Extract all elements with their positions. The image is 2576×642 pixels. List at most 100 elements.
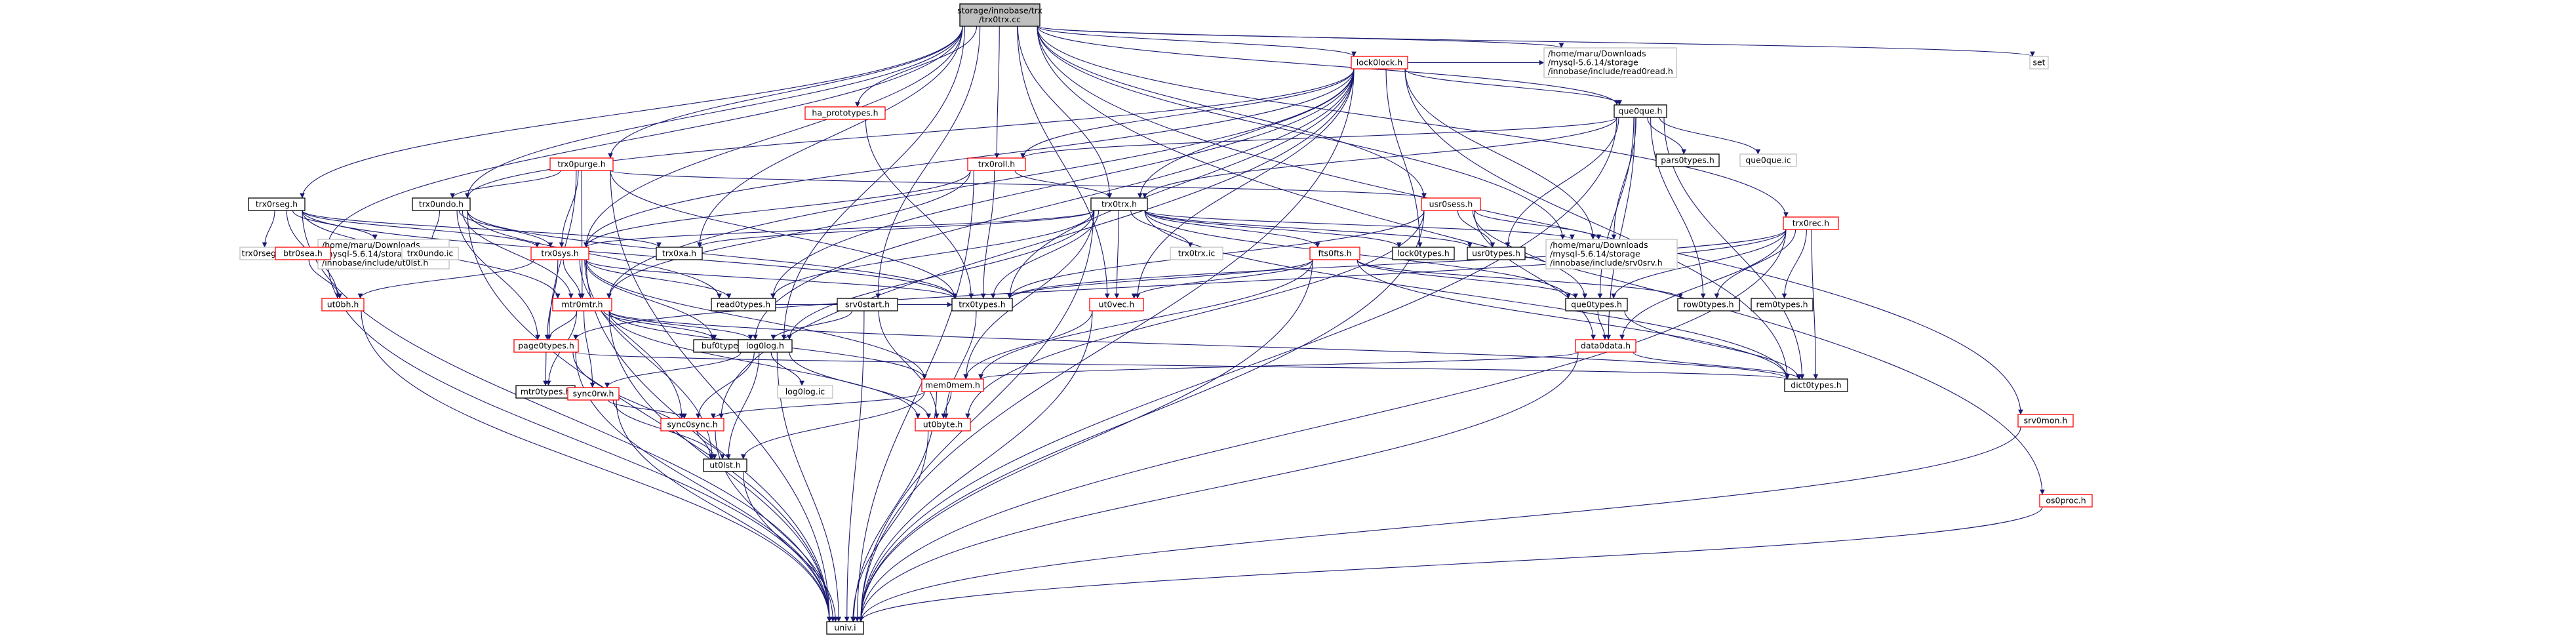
node-trx0purge-h[interactable]: trx0purge.h bbox=[549, 157, 614, 171]
node-box bbox=[2029, 56, 2049, 70]
edge bbox=[584, 210, 1094, 248]
node-innobase-include-ut0lst-h[interactable]: /home/maru/Downloads/mysql-5.6.14/storag… bbox=[317, 239, 450, 270]
edge bbox=[1811, 229, 1819, 380]
node-row0types-h[interactable]: row0types.h bbox=[1677, 298, 1740, 311]
node-trx0sys-h[interactable]: trx0sys.h bbox=[530, 247, 589, 260]
node-trx0trx-cc[interactable]: storage/innobase/trx/trx0trx.cc bbox=[957, 3, 1042, 27]
edge bbox=[1619, 229, 1787, 340]
node-fts0fts-h[interactable]: fts0fts.h bbox=[1309, 247, 1360, 260]
node-box bbox=[530, 247, 589, 260]
node-trx0rseg-h[interactable]: trx0rseg.h bbox=[248, 197, 306, 211]
edge bbox=[789, 351, 932, 419]
edge bbox=[1611, 117, 1636, 240]
node-dict0types-h[interactable]: dict0types.h bbox=[1784, 378, 1848, 392]
node-label: page0types.h bbox=[518, 341, 574, 351]
node-lock0lock-h[interactable]: lock0lock.h bbox=[1351, 56, 1408, 70]
node-lock0types-h[interactable]: lock0types.h bbox=[1392, 247, 1455, 260]
node-label: univ.i bbox=[834, 623, 856, 633]
edge bbox=[719, 68, 1355, 419]
node-box bbox=[1677, 298, 1740, 311]
node-box bbox=[1309, 247, 1360, 260]
node-trx0xa-h[interactable]: trx0xa.h bbox=[656, 247, 703, 260]
node-sync0rw-h[interactable]: sync0rw.h bbox=[567, 387, 620, 401]
node-label: ha_prototypes.h bbox=[812, 108, 878, 118]
edge bbox=[563, 259, 584, 299]
edge bbox=[1144, 210, 1473, 248]
node-label: trx0rseg.ic bbox=[242, 249, 286, 258]
edge bbox=[990, 210, 1100, 299]
node-trx0roll-h[interactable]: trx0roll.h bbox=[967, 157, 1026, 171]
node-pars0types-h[interactable]: pars0types.h bbox=[1655, 153, 1720, 167]
edge bbox=[462, 210, 574, 299]
node-data0data-h[interactable]: data0data.h bbox=[1575, 339, 1636, 353]
node-box bbox=[1565, 298, 1628, 311]
node-univ-i[interactable]: univ.i bbox=[826, 621, 864, 635]
node-ut0vec-h[interactable]: ut0vec.h bbox=[1089, 298, 1144, 311]
node-label: trx0trx.h bbox=[1101, 199, 1137, 209]
node-srv0mon-h[interactable]: srv0mon.h bbox=[2017, 414, 2074, 428]
node-innobase-include-read0read-h[interactable]: /home/maru/Downloads/mysql-5.6.14/storag… bbox=[1543, 47, 1677, 78]
node-label: read0types.h bbox=[717, 300, 770, 310]
edge bbox=[608, 310, 921, 419]
node-mtr0mtr-h[interactable]: mtr0mtr.h bbox=[552, 298, 612, 311]
edge bbox=[1385, 68, 1423, 248]
node-label: /mysql-5.6.14/storage bbox=[1550, 249, 1640, 259]
node-label: /innobase/include/srv0srv.h bbox=[1550, 258, 1663, 268]
node-box bbox=[1089, 298, 1144, 311]
edge bbox=[726, 351, 760, 460]
node-box bbox=[1739, 153, 1797, 167]
node-trx0trx-ic[interactable]: trx0trx.ic bbox=[1170, 247, 1223, 260]
edge bbox=[1020, 117, 1617, 159]
node-os0proc-h[interactable]: os0proc.h bbox=[2039, 494, 2093, 508]
node-srv0start-h[interactable]: srv0start.h bbox=[837, 298, 898, 311]
node-log0log-ic[interactable]: log0log.ic bbox=[777, 385, 833, 399]
node-label: pars0types.h bbox=[1661, 155, 1714, 165]
edge bbox=[858, 117, 1617, 622]
node-btr0sea-h[interactable]: btr0sea.h bbox=[275, 247, 331, 260]
edge bbox=[1647, 117, 1687, 155]
node-que0que-ic[interactable]: que0que.ic bbox=[1739, 153, 1797, 167]
node-log0log-h[interactable]: log0log.h bbox=[738, 339, 793, 353]
node-box bbox=[826, 621, 864, 635]
node-ut0byte-h[interactable]: ut0byte.h bbox=[915, 418, 971, 431]
node-mem0mem-h[interactable]: mem0mem.h bbox=[921, 378, 984, 392]
node-box bbox=[1170, 247, 1223, 260]
edge bbox=[1037, 26, 2035, 57]
node-ut0lst-h[interactable]: ut0lst.h bbox=[703, 458, 747, 472]
node-trx0undo-h[interactable]: trx0undo.h bbox=[412, 197, 471, 211]
node-ha-prototypes-h[interactable]: ha_prototypes.h bbox=[804, 106, 886, 120]
node-set[interactable]: set bbox=[2029, 56, 2049, 70]
node-trx0undo-ic[interactable]: trx0undo.ic bbox=[401, 247, 459, 260]
node-label: /innobase/include/ut0lst.h bbox=[322, 258, 428, 268]
edge bbox=[1114, 210, 1120, 299]
node-trx0rec-h[interactable]: trx0rec.h bbox=[1783, 216, 1839, 230]
node-box bbox=[2039, 494, 2093, 508]
node-que0que-h[interactable]: que0que.h bbox=[1614, 104, 1667, 118]
node-ut0bh-h[interactable]: ut0bh.h bbox=[321, 298, 365, 311]
node-read0types-h[interactable]: read0types.h bbox=[711, 298, 776, 311]
node-que0types-h[interactable]: que0types.h bbox=[1565, 298, 1628, 311]
edge bbox=[740, 391, 925, 460]
node-box bbox=[1351, 56, 1408, 70]
edge bbox=[585, 259, 927, 380]
edge bbox=[963, 210, 1095, 380]
node-usr0sess-h[interactable]: usr0sess.h bbox=[1421, 197, 1481, 211]
node-rem0types-h[interactable]: rem0types.h bbox=[1751, 298, 1813, 311]
node-mtr0types-h[interactable]: mtr0types.h bbox=[515, 385, 576, 399]
node-page0types-h[interactable]: page0types.h bbox=[513, 339, 579, 353]
node-innobase-include-srv0srv-h[interactable]: /home/maru/Downloads/mysql-5.6.14/storag… bbox=[1545, 239, 1678, 270]
edge bbox=[1037, 26, 1789, 218]
node-usr0types-h[interactable]: usr0types.h bbox=[1467, 247, 1526, 260]
node-box bbox=[1090, 197, 1148, 211]
node-box bbox=[738, 339, 793, 353]
edge bbox=[1404, 68, 1622, 106]
node-box bbox=[804, 106, 886, 120]
node-box bbox=[1575, 339, 1636, 353]
node-trx0trx-h[interactable]: trx0trx.h bbox=[1090, 197, 1148, 211]
edge bbox=[963, 310, 1093, 380]
node-sync0sync-h[interactable]: sync0sync.h bbox=[660, 418, 724, 431]
edge bbox=[465, 26, 963, 199]
edge bbox=[357, 259, 534, 299]
node-trx0types-h[interactable]: trx0types.h bbox=[951, 298, 1013, 311]
edge bbox=[1472, 210, 1588, 299]
